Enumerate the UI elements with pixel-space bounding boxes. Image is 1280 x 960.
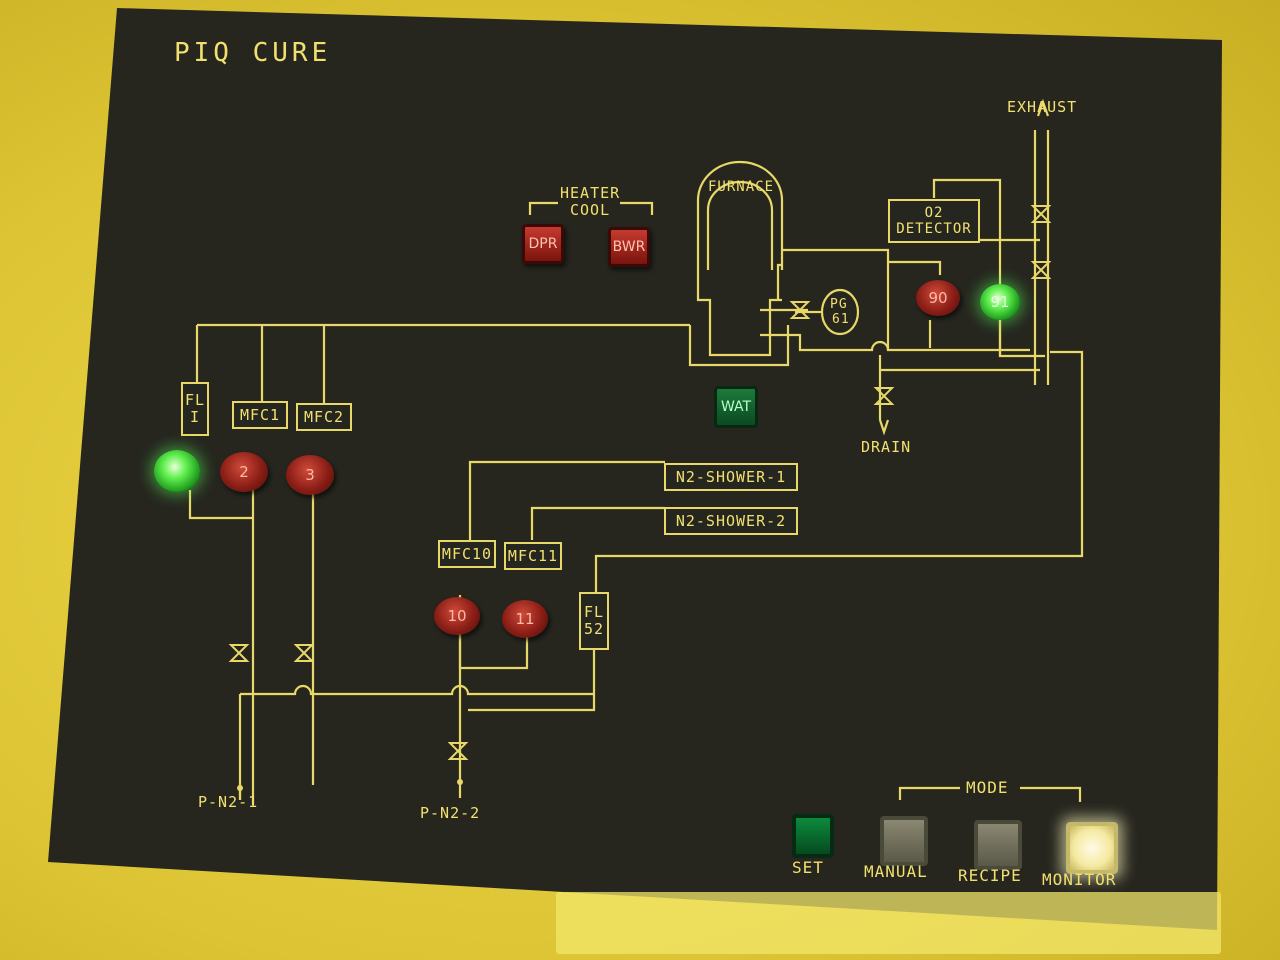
detector-label: DETECTOR — [896, 221, 972, 237]
p-n2-1-label: P-N2-1 — [198, 793, 259, 811]
set-label: SET — [792, 858, 824, 877]
recipe-label: RECIPE — [958, 866, 1022, 885]
manual-label: MANUAL — [864, 862, 928, 881]
piping-diagram — [188, 98, 1084, 805]
monitor-button[interactable] — [1066, 822, 1118, 874]
pg-number: 61 — [832, 312, 850, 327]
lamp-91: 91 — [980, 284, 1020, 320]
cool-label: COOL — [570, 201, 611, 219]
mfc2-box: MFC2 — [296, 403, 352, 431]
mfc11-box: MFC11 — [504, 542, 562, 570]
fl1-number: I — [189, 408, 201, 426]
fl52-number: 52 — [583, 620, 605, 638]
dpr-button[interactable]: DPR — [522, 224, 564, 264]
n2-shower-1-box: N2-SHOWER-1 — [664, 463, 798, 491]
fl52-label: FL — [583, 602, 605, 621]
recipe-button[interactable] — [974, 820, 1022, 870]
lamp-2: 2 — [220, 452, 268, 492]
lamp-3: 3 — [286, 455, 334, 495]
bwr-button[interactable]: BWR — [608, 227, 650, 267]
fl1-label: FL — [184, 390, 206, 409]
monitor-label: MONITOR — [1042, 870, 1117, 889]
lamp-1 — [154, 450, 200, 492]
o2-detector-box: O2 DETECTOR — [888, 199, 980, 243]
mfc1-box: MFC1 — [232, 401, 288, 429]
fl1-box: FL I — [181, 382, 209, 436]
o2-label: O2 — [924, 204, 944, 221]
manual-button[interactable] — [880, 816, 928, 866]
pg-label: PG — [830, 297, 848, 312]
p-n2-2-label: P-N2-2 — [420, 804, 481, 822]
exhaust-label: EXHAUST — [1007, 98, 1078, 116]
label-strip — [556, 892, 1221, 954]
lamp-10: 10 — [434, 597, 480, 635]
lamp-90: 90 — [916, 280, 960, 316]
lamp-11: 11 — [502, 600, 548, 638]
wat-button[interactable]: WAT — [714, 386, 758, 428]
fl52-box: FL 52 — [579, 592, 609, 650]
mode-label: MODE — [966, 778, 1009, 797]
valves — [228, 205, 1052, 791]
mfc10-box: MFC10 — [438, 540, 496, 568]
furnace-label: FURNACE — [708, 179, 775, 195]
panel-title: PIQ CURE — [174, 38, 332, 68]
set-button[interactable] — [792, 814, 834, 858]
n2-shower-2-box: N2-SHOWER-2 — [664, 507, 798, 535]
heater-label: HEATER — [560, 184, 621, 202]
drain-label: DRAIN — [861, 438, 912, 456]
